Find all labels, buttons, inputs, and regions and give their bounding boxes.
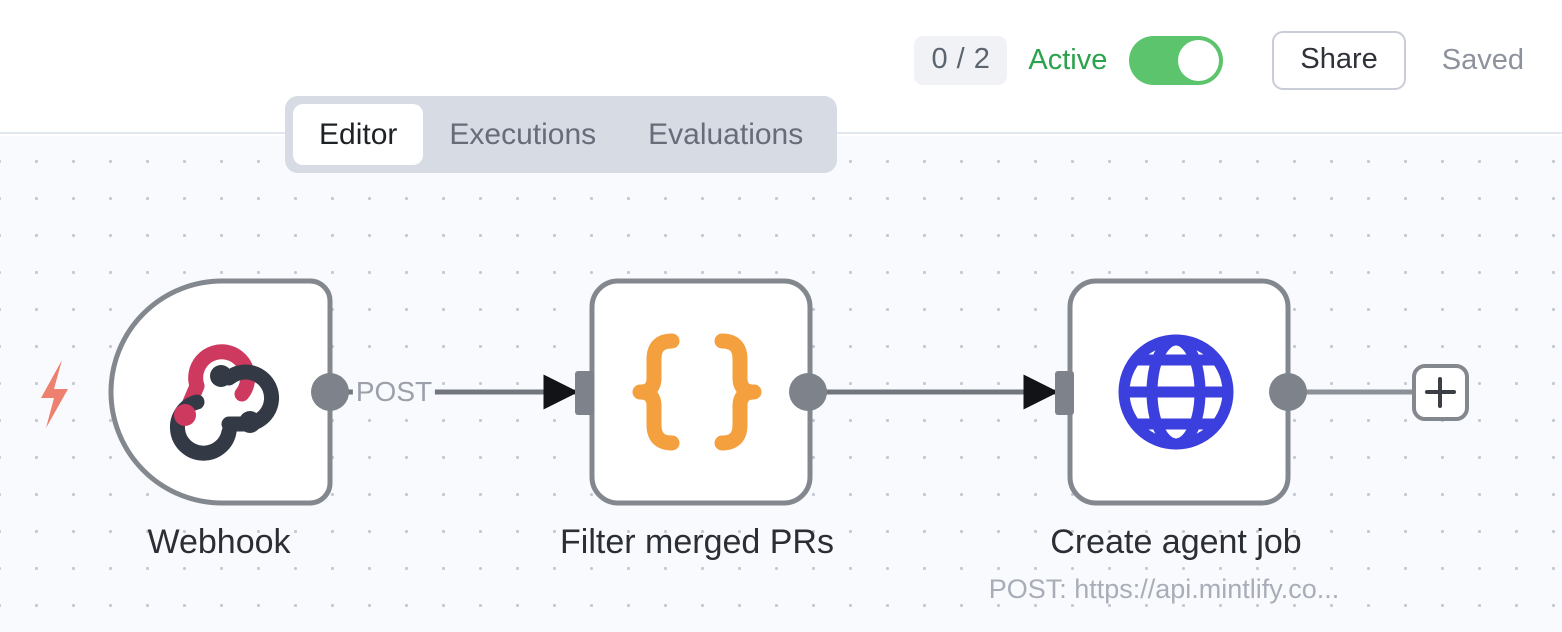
code-braces-icon bbox=[632, 333, 762, 451]
add-node-button[interactable] bbox=[1412, 364, 1469, 421]
share-button[interactable]: Share bbox=[1272, 30, 1406, 90]
globe-icon bbox=[1118, 334, 1234, 450]
node-sublabel-create-agent-job: POST: https://api.mintlify.co... bbox=[988, 574, 1340, 604]
header-actions: 0 / 2 Active Share Saved bbox=[914, 29, 1524, 91]
toggle-knob bbox=[1178, 39, 1220, 81]
tab-evaluations[interactable]: Evaluations bbox=[648, 117, 804, 151]
trigger-bolt-icon bbox=[41, 360, 68, 428]
workflow-canvas[interactable]: POST Webhook Filter merged PRs Create ag… bbox=[0, 136, 1562, 632]
active-toggle[interactable] bbox=[1129, 35, 1224, 85]
execution-count-badge: 0 / 2 bbox=[914, 35, 1008, 85]
node-create-agent-job[interactable] bbox=[1055, 278, 1307, 506]
node-filter-merged-prs[interactable] bbox=[575, 278, 827, 506]
webhook-icon bbox=[169, 344, 280, 461]
node-label-webhook: Webhook bbox=[147, 523, 291, 561]
edge-label-post: POST bbox=[352, 376, 436, 408]
tab-executions[interactable]: Executions bbox=[449, 117, 597, 151]
node-webhook[interactable] bbox=[41, 278, 349, 506]
workflow-graph bbox=[41, 278, 1469, 506]
node-body bbox=[108, 278, 333, 506]
saved-status-label: Saved bbox=[1441, 43, 1524, 76]
node-label-filter-merged-prs: Filter merged PRs bbox=[560, 523, 834, 561]
output-port[interactable] bbox=[1269, 373, 1307, 411]
node-label-create-agent-job: Create agent job bbox=[1050, 523, 1302, 561]
node-body bbox=[589, 278, 813, 506]
input-port[interactable] bbox=[575, 371, 594, 415]
output-port[interactable] bbox=[789, 373, 827, 411]
tab-editor[interactable]: Editor bbox=[293, 104, 424, 165]
active-status-label: Active bbox=[1028, 43, 1108, 76]
view-tabs: Editor Executions Evaluations bbox=[285, 96, 838, 173]
output-port[interactable] bbox=[311, 373, 349, 411]
input-port[interactable] bbox=[1055, 371, 1074, 415]
plus-icon bbox=[1425, 377, 1456, 408]
